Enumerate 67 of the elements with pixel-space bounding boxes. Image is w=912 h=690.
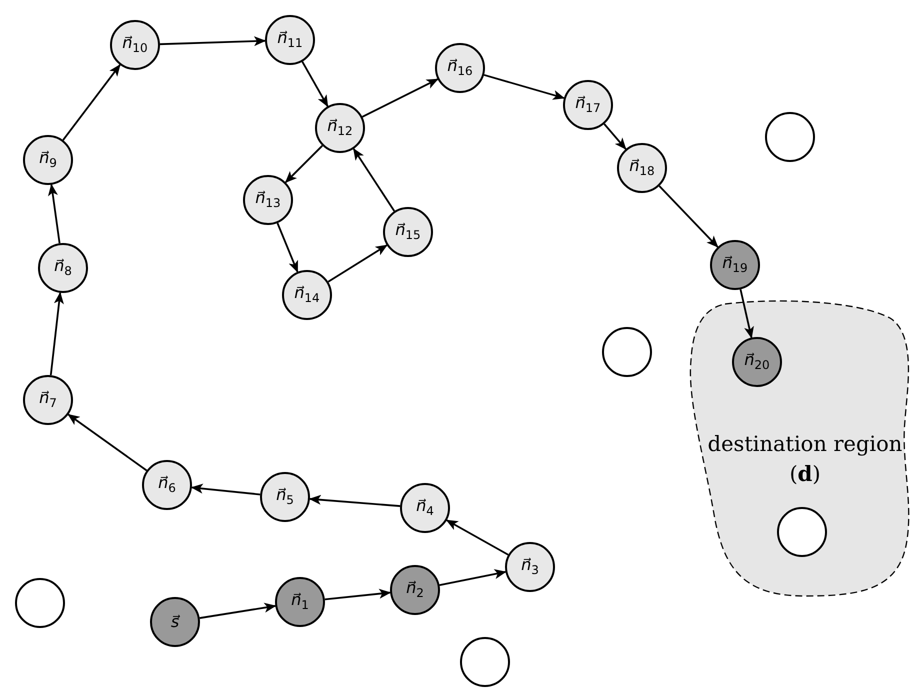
node-label: n⃗$_{10}$	[122, 35, 148, 55]
state-node	[260, 472, 310, 522]
node-label: s⃗	[170, 614, 180, 630]
region-label: destination region (d)	[706, 431, 904, 488]
node-label: n⃗$_{3}$	[521, 557, 539, 577]
arrow	[362, 78, 439, 118]
state-node	[142, 460, 192, 510]
state-node	[150, 597, 200, 647]
arrow	[324, 588, 392, 600]
state-node	[243, 175, 293, 225]
node-label: n⃗$_{9}$	[39, 150, 57, 170]
arrow	[276, 222, 298, 273]
state-node	[282, 270, 332, 320]
state-node	[383, 207, 433, 257]
node-label: n⃗$_{15}$	[395, 222, 421, 242]
arrow	[62, 64, 121, 141]
arrow	[284, 145, 323, 184]
node-label: n⃗$_{16}$	[447, 58, 473, 78]
arrow	[50, 292, 64, 376]
state-node	[617, 143, 667, 193]
node-label: n⃗$_{6}$	[158, 475, 176, 495]
arrow	[308, 494, 400, 507]
arrow	[352, 148, 396, 212]
node-label: n⃗$_{1}$	[291, 592, 309, 612]
arrow	[328, 244, 388, 283]
node-label: n⃗$_{20}$	[744, 352, 770, 372]
node-label: n⃗$_{8}$	[54, 258, 72, 278]
node-label: n⃗$_{11}$	[277, 30, 303, 50]
node-label: n⃗$_{5}$	[276, 487, 294, 507]
state-node	[710, 240, 760, 290]
state-node	[38, 243, 88, 293]
empty-circle	[460, 637, 510, 687]
arrow	[200, 602, 276, 619]
node-label: n⃗$_{17}$	[575, 95, 601, 115]
arrow	[740, 289, 754, 339]
node-label: n⃗$_{7}$	[39, 390, 57, 410]
arrow	[484, 74, 565, 100]
node-label: n⃗$_{13}$	[255, 190, 281, 210]
state-node	[110, 20, 160, 70]
empty-circle	[765, 112, 815, 162]
arrow	[160, 36, 266, 46]
node-label: n⃗$_{4}$	[416, 498, 434, 518]
node-label: n⃗$_{2}$	[406, 580, 424, 600]
state-node	[275, 577, 325, 627]
state-node	[563, 80, 613, 130]
arrow	[68, 414, 148, 472]
arrow	[658, 185, 718, 248]
arrow	[446, 519, 509, 556]
node-label: n⃗$_{14}$	[294, 285, 320, 305]
node-label: n⃗$_{19}$	[722, 255, 748, 275]
arrow	[439, 569, 506, 586]
state-node	[23, 375, 73, 425]
state-node	[315, 103, 365, 153]
state-node	[400, 483, 450, 533]
arrow	[48, 184, 60, 244]
state-node	[435, 43, 485, 93]
state-node	[23, 135, 73, 185]
state-node	[390, 565, 440, 615]
arrow	[604, 123, 626, 150]
state-node	[505, 542, 555, 592]
empty-circle	[15, 578, 65, 628]
arrow	[190, 484, 260, 496]
arrow	[302, 61, 328, 108]
state-node	[265, 15, 315, 65]
node-label: n⃗$_{18}$	[629, 158, 655, 178]
node-label: n⃗$_{12}$	[327, 118, 353, 138]
empty-circle	[602, 327, 652, 377]
